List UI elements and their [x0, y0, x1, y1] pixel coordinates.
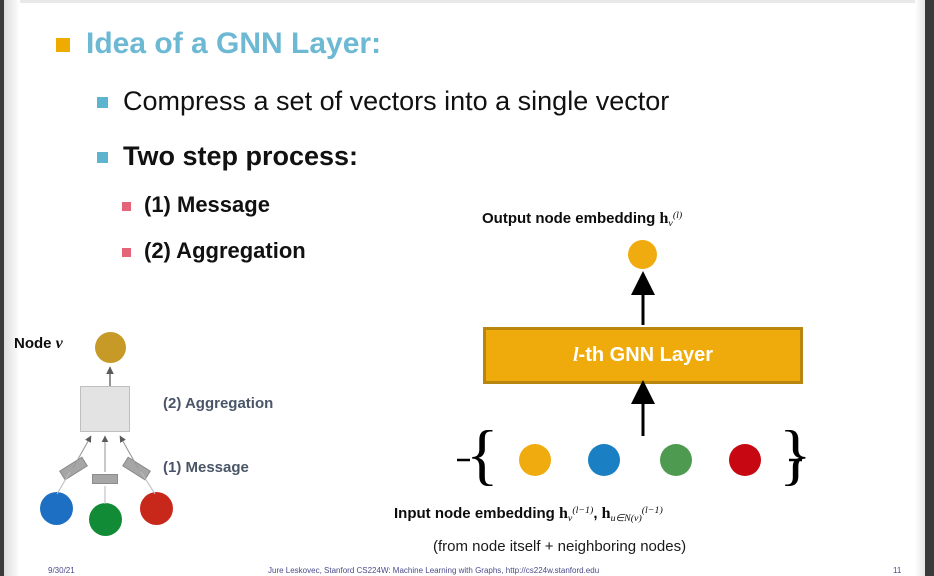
left-center-node: [95, 332, 126, 363]
output-h-sub: v: [668, 217, 673, 229]
output-h-sup: (l): [672, 210, 683, 222]
bullet-square-icon: [97, 97, 108, 108]
input-embedding-note: (from node itself + neighboring nodes): [433, 538, 687, 555]
brace-right: }: [779, 416, 812, 492]
input-h2-sup: (l−1): [641, 505, 663, 517]
message-box-center: [92, 474, 118, 484]
aggregation-box: [80, 386, 130, 432]
slide-top-border: [4, 0, 925, 3]
input-h1-sub: v: [567, 512, 573, 524]
bullet-level1-idea: Idea of a GNN Layer:: [56, 26, 381, 61]
input-h2-sub: u∈N(v): [610, 512, 642, 524]
left-neighbor-node-red: [140, 492, 173, 525]
bullet-square-icon: [56, 38, 70, 52]
output-embedding-label: Output node embedding hv(l): [482, 210, 683, 229]
brace-left: {: [466, 416, 499, 492]
node-v-label: Node v: [14, 335, 63, 352]
input-embedding-label: Input node embedding hv(l−1), hu∈N(v)(l−…: [394, 505, 663, 524]
footer-page-number: 11: [893, 566, 902, 575]
gnn-box-label-rest: -th GNN Layer: [578, 344, 714, 366]
gnn-box-italic-l: l: [572, 344, 579, 366]
bullet-compress: Compress a set of vectors into a single …: [97, 86, 669, 118]
left-message-label: (1) Message: [163, 459, 249, 476]
bullet-square-icon: [97, 152, 108, 163]
page-edge-right: [925, 0, 934, 576]
page-shadow-left: [4, 0, 20, 576]
output-h-symbol: h: [659, 210, 669, 227]
node-v-symbol: v: [55, 335, 63, 352]
bullet-aggregation-label: (2) Aggregation: [144, 238, 306, 263]
left-aggregation-label: (2) Aggregation: [163, 395, 274, 412]
page-shadow-right: [915, 0, 925, 576]
input-node-yellow: [519, 444, 551, 476]
bullet-two-step: Two step process:: [97, 141, 358, 173]
input-node-green: [660, 444, 692, 476]
gnn-layer-box: l-th GNN Layer: [483, 327, 803, 384]
input-node-red: [729, 444, 761, 476]
left-neighbor-node-blue: [40, 492, 73, 525]
bullet-aggregation: (2) Aggregation: [122, 238, 306, 264]
input-node-blue: [588, 444, 620, 476]
bullet-compress-label: Compress a set of vectors into a single …: [123, 86, 670, 116]
message-box-right: [122, 456, 151, 481]
bullet-level1-label: Idea of a GNN Layer:: [86, 27, 382, 60]
input-separator: ,: [593, 505, 598, 522]
footer-date: 9/30/21: [48, 566, 75, 575]
input-h1-sup: (l−1): [572, 505, 594, 517]
bullet-square-icon: [122, 202, 131, 211]
bullet-two-step-label: Two step process:: [123, 141, 359, 171]
message-box-left: [59, 456, 88, 481]
input-h1-symbol: h: [559, 505, 568, 522]
footer-citation: Jure Leskovec, Stanford CS224W: Machine …: [268, 566, 600, 575]
input-h2-symbol: h: [601, 505, 611, 522]
bullet-message-label: (1) Message: [144, 192, 270, 217]
page-edge-left: [0, 0, 4, 576]
left-neighbor-node-green: [89, 503, 122, 536]
bullet-message: (1) Message: [122, 192, 270, 218]
bullet-square-icon: [122, 248, 131, 257]
output-node-circle: [628, 240, 657, 269]
